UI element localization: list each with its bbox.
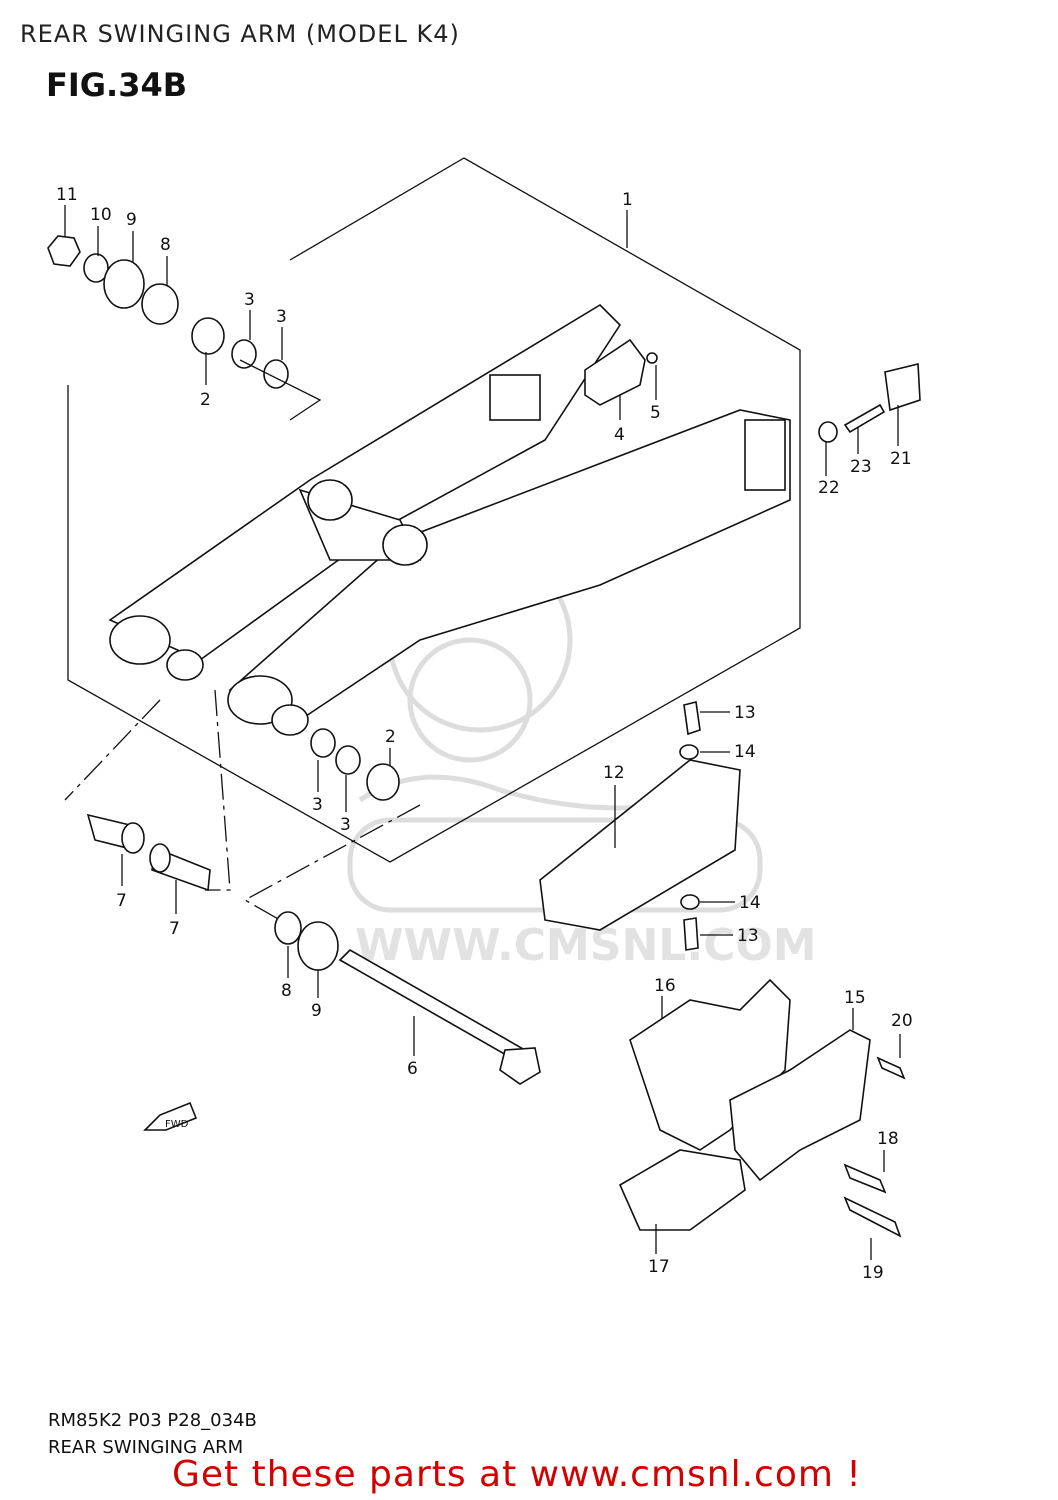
- callout-label: 18: [877, 1129, 899, 1149]
- plate-and-bolt: [584, 338, 658, 406]
- chain-adjuster: [818, 362, 921, 443]
- callout-label: 14: [739, 893, 761, 913]
- callout-label: 22: [818, 478, 840, 498]
- watermark-logo: WWW.CMSNL.COM: [347, 547, 817, 971]
- callout-label: 15: [844, 988, 866, 1008]
- callout-label: 23: [850, 457, 872, 477]
- callout-label: 3: [276, 307, 287, 327]
- callout-label: 16: [654, 976, 676, 996]
- callout-label: 3: [312, 795, 323, 815]
- figure-number: FIG.34B: [46, 66, 188, 104]
- callout-label: 3: [244, 290, 255, 310]
- chain-guide: [539, 701, 741, 951]
- callout-label: 2: [200, 390, 211, 410]
- callout-label: 8: [281, 981, 292, 1001]
- axle-and-washers: [274, 911, 541, 1085]
- callout-label: 9: [311, 1001, 322, 1021]
- callout-leaders: [64, 205, 901, 1260]
- callout-label: 11: [56, 185, 78, 205]
- assembly-outline: [67, 157, 801, 863]
- callout-label: 17: [648, 1257, 670, 1277]
- callout-label: 20: [891, 1011, 913, 1031]
- watermark-text: WWW.CMSNL.COM: [355, 920, 817, 971]
- callout-label: 2: [385, 727, 396, 747]
- callout-label: 7: [169, 919, 180, 939]
- callout-label: 8: [160, 235, 171, 255]
- fwd-label: FWD: [165, 1119, 189, 1130]
- callout-label: 3: [340, 815, 351, 835]
- callout-label: 19: [862, 1263, 884, 1283]
- callout-label: 1: [622, 190, 633, 210]
- callout-label: 9: [126, 210, 137, 230]
- callout-label: 14: [734, 742, 756, 762]
- callout-label: 21: [890, 449, 912, 469]
- callout-label: 6: [407, 1059, 418, 1079]
- drawing-name: REAR SWINGING ARM: [48, 1437, 244, 1458]
- callout-label: 7: [116, 891, 127, 911]
- callout-label: 5: [650, 403, 661, 423]
- dash-lines: [64, 689, 421, 921]
- callout-labels: 1 2 3 3 4 5 21 23 22 11 10 9 8 2 3 3 13 …: [56, 185, 913, 1283]
- callout-label: 10: [90, 205, 112, 225]
- collars: [86, 728, 400, 892]
- callout-label: 13: [734, 703, 756, 723]
- drawing-code: RM85K2 P03 P28_034B: [48, 1410, 257, 1431]
- callout-label: 4: [614, 425, 625, 445]
- call-to-action-link[interactable]: Get these parts at www.cmsnl.com !: [172, 1454, 862, 1495]
- callout-label: 12: [603, 763, 625, 783]
- fwd-arrow-icon: FWD: [143, 1101, 198, 1131]
- page-title: REAR SWINGING ARM (MODEL K4): [20, 20, 460, 48]
- guide-bracket: [618, 978, 906, 1238]
- callout-label: 13: [737, 926, 759, 946]
- upper-left-hardware: [47, 235, 322, 421]
- swing-arm: [108, 303, 791, 736]
